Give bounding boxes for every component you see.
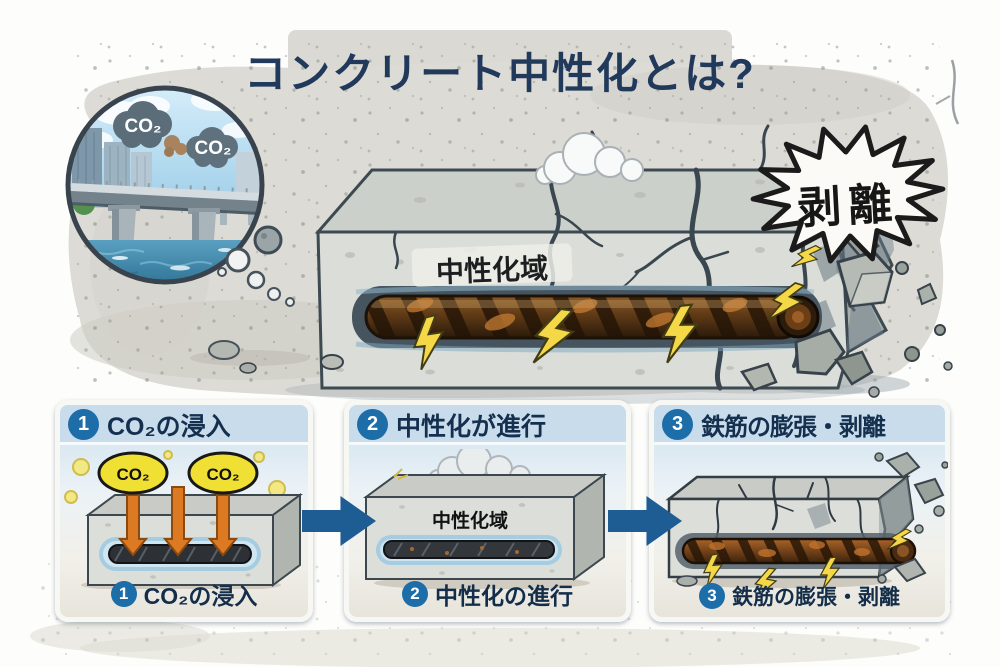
step-number-badge: 1 [68,409,99,440]
step-number-badge: 2 [357,409,388,440]
co2-cloud-icon [186,127,238,168]
zone-label-band [411,243,573,287]
co2-balloon-label: CO₂ [206,465,239,484]
exhaust-puff [164,135,187,157]
step-header: 3 鉄筋の膨張・剥離 [654,405,945,445]
co2-cloud-label: CO₂ [124,116,162,137]
concrete-speckles [105,521,251,579]
step-caption-label: 鉄筋の膨張・剥離 [732,586,900,609]
concrete-speckles [399,503,555,575]
step-caption: 3 鉄筋の膨張・剥離 [654,581,945,611]
co2-balloon-icon: CO₂ CO₂ [97,451,259,495]
step-number-badge: 3 [699,583,725,609]
step-caption-label: 中性化の進行 [435,583,573,609]
crack-shading [807,503,831,529]
concrete-speckles [336,179,765,375]
smoke-cloud-icon [535,132,644,185]
step-panel-co2-ingress: 1 CO₂の浸入 [55,400,313,622]
step1-illustration: CO₂ CO₂ [64,450,304,589]
spark-fleck [393,468,409,480]
neutralized-zone-label: 中性化域 [432,509,508,532]
thought-bubble-icon [217,225,295,307]
step-header-label: 鉄筋の膨張・剥離 [701,414,886,441]
concrete-block [208,124,953,398]
step-header-label: 中性化が進行 [396,412,547,441]
crack-lines [714,475,868,542]
step-caption-label: CO₂の浸入 [143,583,258,609]
spall-starburst-icon [750,124,946,264]
co2-cloud-icon [113,101,172,148]
step-panel-carbonation: 2 中性化が進行 [344,400,631,622]
neutralized-zone-label: 中性化域 [435,253,549,288]
step-number-badge: 3 [662,409,693,440]
spalling-label: 剥離 [796,179,901,234]
co2-down-arrow-icon [117,486,239,557]
rebar-icon [383,540,555,559]
step2-illustration: 中性化域 [362,449,608,589]
page-title: コンクリート中性化とは? [244,50,756,97]
step3-illustration [665,451,948,589]
step-header: 2 中性化が進行 [349,405,626,445]
rubble-icon [208,230,953,398]
co2-cloud-label: CO₂ [194,138,232,159]
rubble-icon [676,451,948,587]
step-header-label: CO₂の浸入 [107,412,231,441]
step-header: 1 CO₂の浸入 [60,405,308,445]
step-number-badge: 1 [110,581,137,607]
step-caption: 2 中性化の進行 [349,577,626,611]
step-caption: 1 CO₂の浸入 [60,577,308,611]
co2-balloon-label: CO₂ [116,465,149,484]
step-number-badge: 2 [402,581,428,607]
step-panel-spalling: 3 鉄筋の膨張・剥離 [649,400,950,622]
